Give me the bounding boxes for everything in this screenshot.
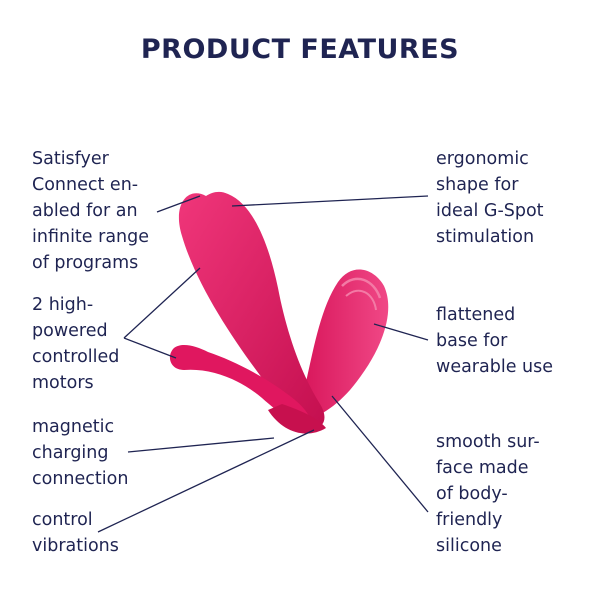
g-spot-arm	[178, 191, 325, 428]
leader-line-base	[373, 323, 429, 341]
connector-base	[268, 404, 326, 434]
leader-line-motor-1	[123, 267, 201, 339]
feature-motors: 2 high- powered controlled motors	[32, 295, 120, 393]
feature-connect-app: Satisfyer Connect en- abled for an infin…	[32, 149, 150, 273]
feature-control-vibrations: control vibrations	[32, 510, 119, 556]
leader-line-ergonomic	[231, 195, 429, 207]
leader-lines	[97, 195, 429, 533]
flattened-base	[300, 269, 389, 420]
feature-flattened-base: flattened base for wearable use	[436, 305, 553, 377]
leader-line-charging	[127, 437, 275, 453]
leader-line-silicone	[331, 395, 429, 513]
feature-silicone-surface: smooth sur- face made of body- friendly …	[436, 432, 540, 556]
feature-ergonomic-shape: ergonomic shape for ideal G-Spot stimula…	[436, 149, 544, 247]
leader-line-connect	[156, 195, 201, 213]
leader-line-motor-2	[123, 337, 177, 359]
leader-line-control	[97, 429, 315, 533]
feature-magnetic-charging: magnetic charging connection	[32, 417, 129, 489]
page-title: PRODUCT FEATURES	[140, 34, 460, 65]
